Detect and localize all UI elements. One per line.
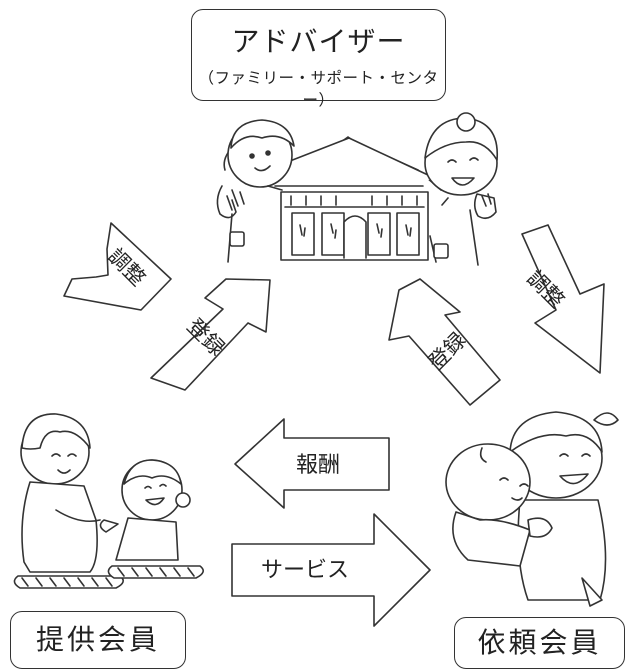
- advisor-person-right-icon: [424, 112, 499, 266]
- arrow-reward: [234, 418, 390, 509]
- advisor-subtitle: （ファミリー・サポート・センター）: [198, 69, 439, 109]
- arrow-service: [231, 513, 431, 627]
- arrow-register-right: [388, 278, 501, 406]
- parent-icon: [509, 411, 619, 607]
- label-service: サービス: [261, 558, 349, 583]
- arrow-adjust-left: [63, 222, 172, 311]
- arrow-adjust-right: [521, 224, 605, 374]
- adult-woman-icon: [13, 413, 124, 589]
- baby-icon: [445, 443, 553, 567]
- requester-member-box: 依頼会員: [454, 617, 625, 669]
- arrow-register-left: [150, 278, 271, 391]
- child-icon: [99, 459, 204, 579]
- provider-member-box: 提供会員: [10, 611, 186, 669]
- advisor-title: アドバイザー: [231, 25, 406, 58]
- advisor-box: アドバイザー （ファミリー・サポート・センター）: [191, 9, 446, 109]
- center-building-icon: [261, 136, 442, 261]
- advisor-person-left-icon: [216, 119, 295, 263]
- label-reward: 報酬: [296, 453, 340, 478]
